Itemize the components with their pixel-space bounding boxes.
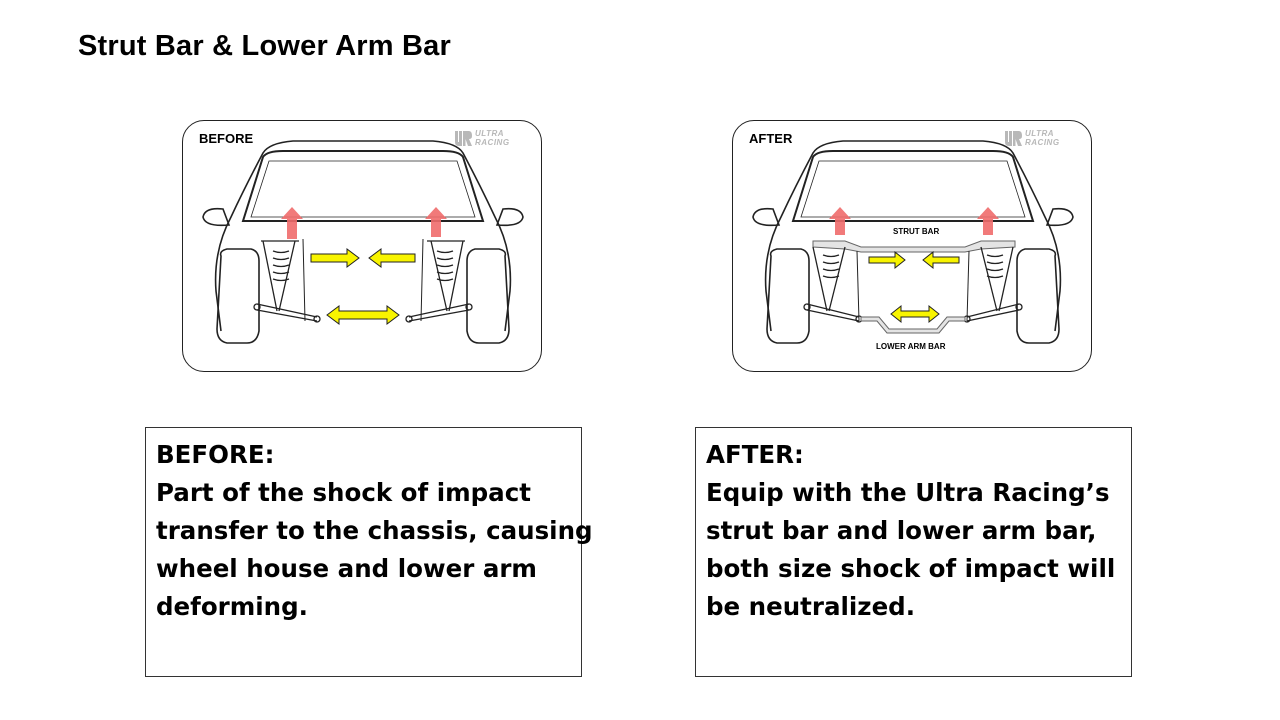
before-line: wheel house and lower arm <box>156 554 537 583</box>
before-line: Part of the shock of impact <box>156 478 531 507</box>
after-label: AFTER <box>749 131 793 146</box>
before-label: BEFORE <box>199 131 254 146</box>
after-line: be neutralized. <box>706 592 916 621</box>
before-line: transfer to the chassis, causing <box>156 516 593 545</box>
lower-arm-bar <box>860 316 966 334</box>
car-front-after-diagram <box>752 140 1074 344</box>
ultra-racing-logo: ULTRA RACING <box>453 128 531 150</box>
after-description-box: AFTER: Equip with the Ultra Racing’s str… <box>695 427 1132 677</box>
before-description-box: BEFORE: Part of the shock of impact tran… <box>145 427 593 677</box>
page-title: Strut Bar & Lower Arm Bar <box>78 30 451 62</box>
shock-arrow-up <box>829 207 999 235</box>
after-line: both size shock of impact will <box>706 554 1116 583</box>
after-line: strut bar and lower arm bar, <box>706 516 1097 545</box>
strut-bar <box>812 240 1016 253</box>
ultra-racing-logo: ULTRA RACING <box>1003 128 1081 150</box>
before-line: deforming. <box>156 592 308 621</box>
force-arrows <box>310 248 416 325</box>
strut-bar-label: STRUT BAR <box>893 227 940 236</box>
car-front-before-diagram <box>202 140 524 344</box>
before-illustration: BEFORE ULTRA RACING <box>182 120 542 372</box>
shock-arrow-up <box>281 207 447 239</box>
after-heading: AFTER: <box>706 440 804 469</box>
after-line: Equip with the Ultra Racing’s <box>706 478 1110 507</box>
before-heading: BEFORE: <box>156 440 275 469</box>
force-arrows <box>868 250 960 324</box>
after-illustration: AFTER ULTRA RACING <box>732 120 1092 372</box>
lower-arm-bar-label: LOWER ARM BAR <box>876 342 946 351</box>
